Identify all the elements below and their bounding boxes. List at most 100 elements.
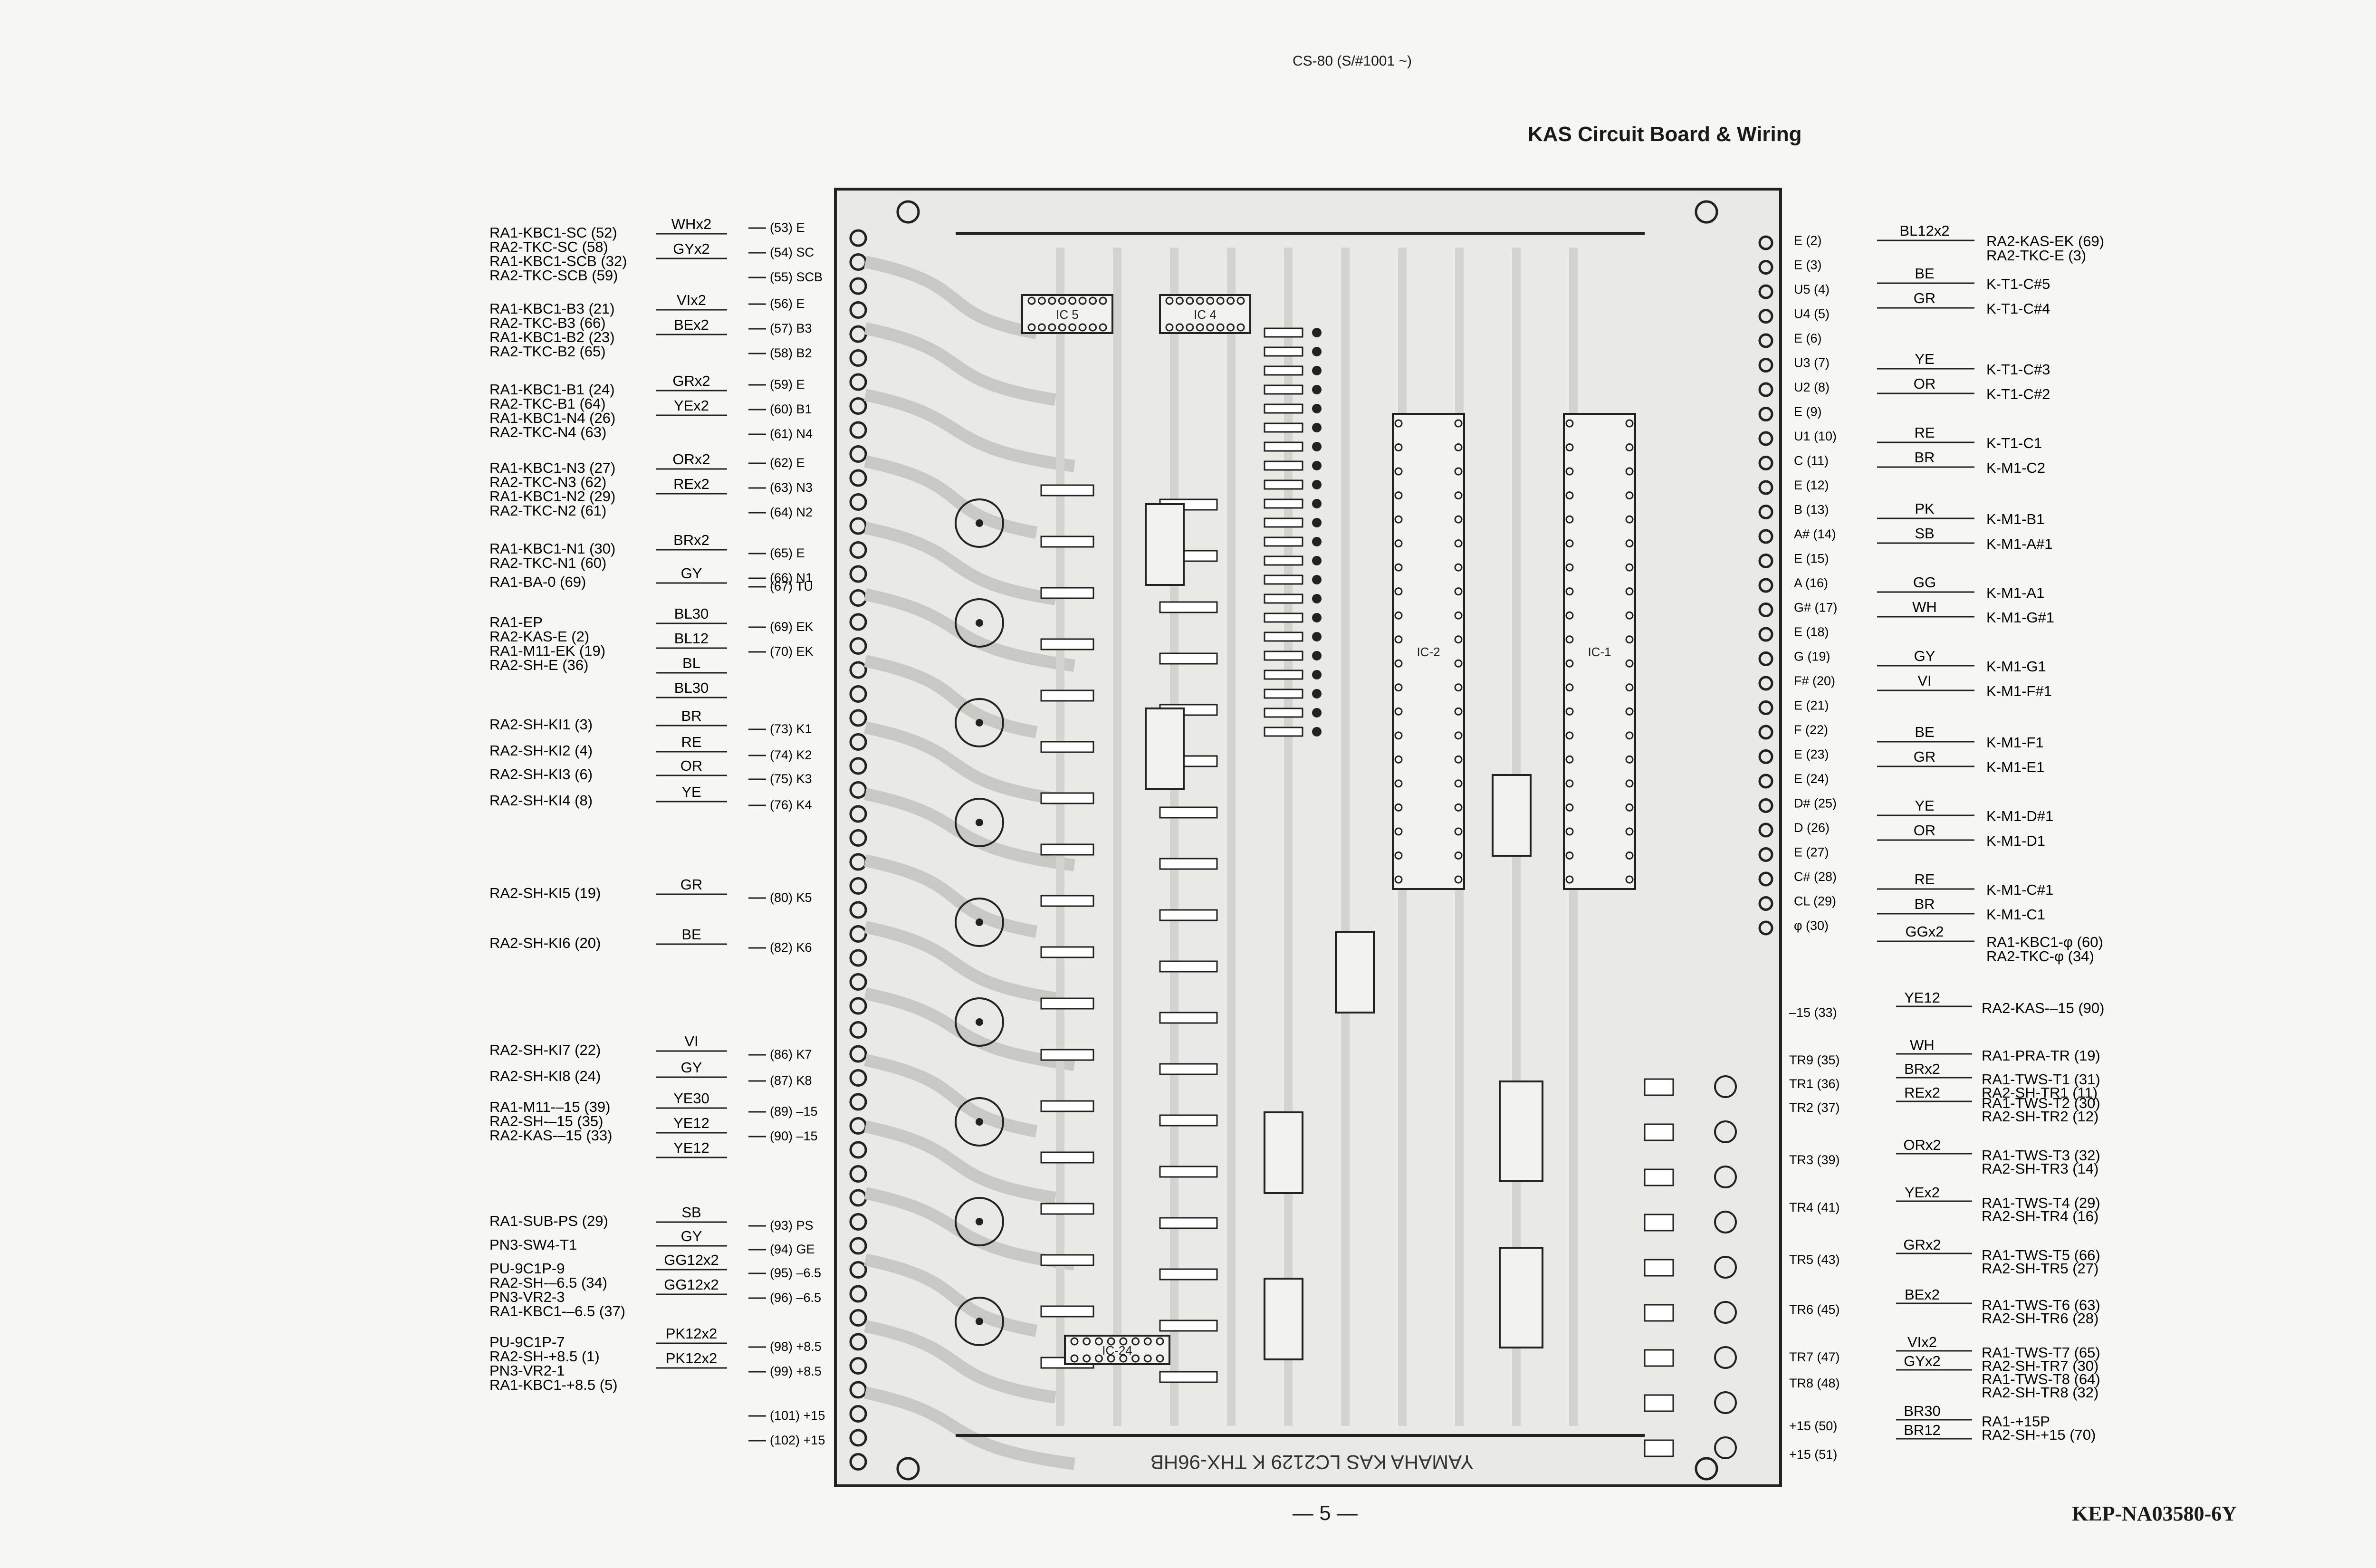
connector-pin-label: F (22) (1794, 723, 1828, 737)
wire-destination-label: RA2-TKC-B1 (64) (489, 395, 606, 412)
chip-pin (1454, 419, 1463, 428)
wire-color-code: YE (1915, 797, 1934, 814)
mounting-hole (896, 1457, 920, 1481)
solder-pad (849, 1069, 867, 1087)
trimmer-pot-center (976, 819, 983, 826)
via (1312, 651, 1322, 660)
solder-pad (849, 1045, 867, 1063)
copper-trace (864, 1054, 1038, 1138)
chip-pin (1048, 323, 1056, 332)
wire-destination-label: RA1-TWS-T4 (29) (1982, 1195, 2100, 1211)
wire-destination-label: PN3-VR2-1 (489, 1362, 565, 1379)
chip-pin (1394, 683, 1403, 692)
chip-pin (1565, 779, 1574, 788)
resistor (1264, 727, 1303, 737)
wire-destination-label: RA2-SH-–6.5 (34) (489, 1274, 607, 1291)
connector-pin-label: (69) EK (770, 620, 814, 634)
connector-pin-label: E (24) (1794, 772, 1829, 786)
resistor (1040, 741, 1094, 753)
trimmer-pot (955, 1097, 1004, 1147)
wire-destination-label: K-M1-G#1 (1986, 609, 2054, 626)
resistor (1159, 1319, 1218, 1332)
connector-pin-label: E (2) (1794, 233, 1822, 248)
wire-destination-label: K-M1-D#1 (1986, 808, 2053, 824)
chip-pin (1119, 1337, 1128, 1346)
resistor (1159, 858, 1218, 870)
chip-pin (1454, 443, 1463, 452)
chip-pin (1186, 323, 1194, 332)
chip-pin (1454, 515, 1463, 524)
chip-pin (1078, 323, 1087, 332)
wire-color-code: GG (1913, 574, 1936, 591)
ic-4 (1159, 294, 1251, 334)
resistor (1264, 650, 1303, 661)
chip-pin (1565, 803, 1574, 812)
resistor (1264, 612, 1303, 623)
via (1312, 689, 1322, 698)
resistor (1264, 422, 1303, 433)
wire-destination-label: RA1-KBC1-B3 (21) (489, 300, 615, 317)
wire-destination-label: RA2-SH-KI8 (24) (489, 1068, 601, 1084)
chip-pin (1394, 491, 1403, 500)
resistor (1040, 1100, 1094, 1112)
connector-pin-label: F# (20) (1794, 674, 1835, 688)
chip-pin (1454, 803, 1463, 812)
wire-destination-label: PN3-VR2-3 (489, 1289, 565, 1305)
wire-destination-label: K-T1-C#3 (1986, 361, 2050, 378)
resistor (1264, 365, 1303, 376)
via (1312, 499, 1322, 508)
solder-pad (849, 1141, 867, 1159)
solder-pad (849, 973, 867, 991)
wire-destination-label: PU-9C1P-9 (489, 1260, 565, 1277)
chip-pin (1565, 683, 1574, 692)
connector-pin-label: C (11) (1794, 454, 1829, 468)
via (1312, 518, 1322, 527)
wire-destination-label: RA2-SH-KI1 (3) (489, 716, 593, 733)
trimmer-pot (955, 898, 1004, 947)
resistor (1159, 960, 1218, 973)
connector-pin-label: TR5 (43) (1789, 1252, 1840, 1267)
connector-pin-label: TR7 (47) (1789, 1350, 1840, 1364)
connector-pin-label: (60) B1 (770, 402, 812, 416)
connector-pin-label: TR8 (48) (1789, 1376, 1840, 1390)
chip-pin (1394, 539, 1403, 548)
wire-destination-label: K-T1-C#2 (1986, 386, 2050, 402)
chip-pin (1565, 827, 1574, 836)
resistor (1040, 1254, 1094, 1266)
via (1312, 347, 1322, 356)
wire-destination-label: RA2-SH-–15 (35) (489, 1113, 603, 1129)
chip-pin (1625, 419, 1634, 428)
connector-pin-label: (55) SCB (770, 270, 823, 284)
chip-pin (1454, 779, 1463, 788)
connector-pin-label: E (18) (1794, 625, 1829, 639)
solder-pad (1758, 260, 1773, 275)
wire-destination-label: RA2-KAS-–15 (90) (1982, 1000, 2104, 1016)
chip-pin (1454, 707, 1463, 716)
wire-destination-label: RA2-KAS-–15 (33) (489, 1127, 612, 1144)
chip-pin (1625, 539, 1634, 548)
resistor (1040, 946, 1094, 958)
connector-pin-label: (73) K1 (770, 722, 812, 736)
chip-pin (1070, 1354, 1079, 1363)
wire-destination-label: RA1-EP (489, 614, 543, 631)
chip-pin (1094, 1354, 1103, 1363)
wire-color-code: GYx2 (673, 240, 710, 257)
chip-pin (1196, 323, 1204, 332)
solder-pad (1758, 676, 1773, 691)
chip-pin (1394, 875, 1403, 884)
wire-destination-label: RA2-SH-TR7 (30) (1982, 1358, 2098, 1374)
chip-pin (1454, 827, 1463, 836)
wire-color-code: GR (680, 876, 703, 893)
connector-pin-label: φ (30) (1794, 918, 1829, 933)
chip-pin (1565, 731, 1574, 740)
chip-pin (1625, 587, 1634, 596)
wire-color-code: WH (1910, 1037, 1935, 1053)
output-pad (1714, 1166, 1737, 1188)
solder-pad (1758, 578, 1773, 593)
chip-pin (1394, 587, 1403, 596)
resistor (1264, 327, 1303, 338)
connector-pin-label: E (9) (1794, 405, 1822, 419)
connector-pin-label: (56) E (770, 296, 805, 311)
solder-pad (849, 637, 867, 655)
